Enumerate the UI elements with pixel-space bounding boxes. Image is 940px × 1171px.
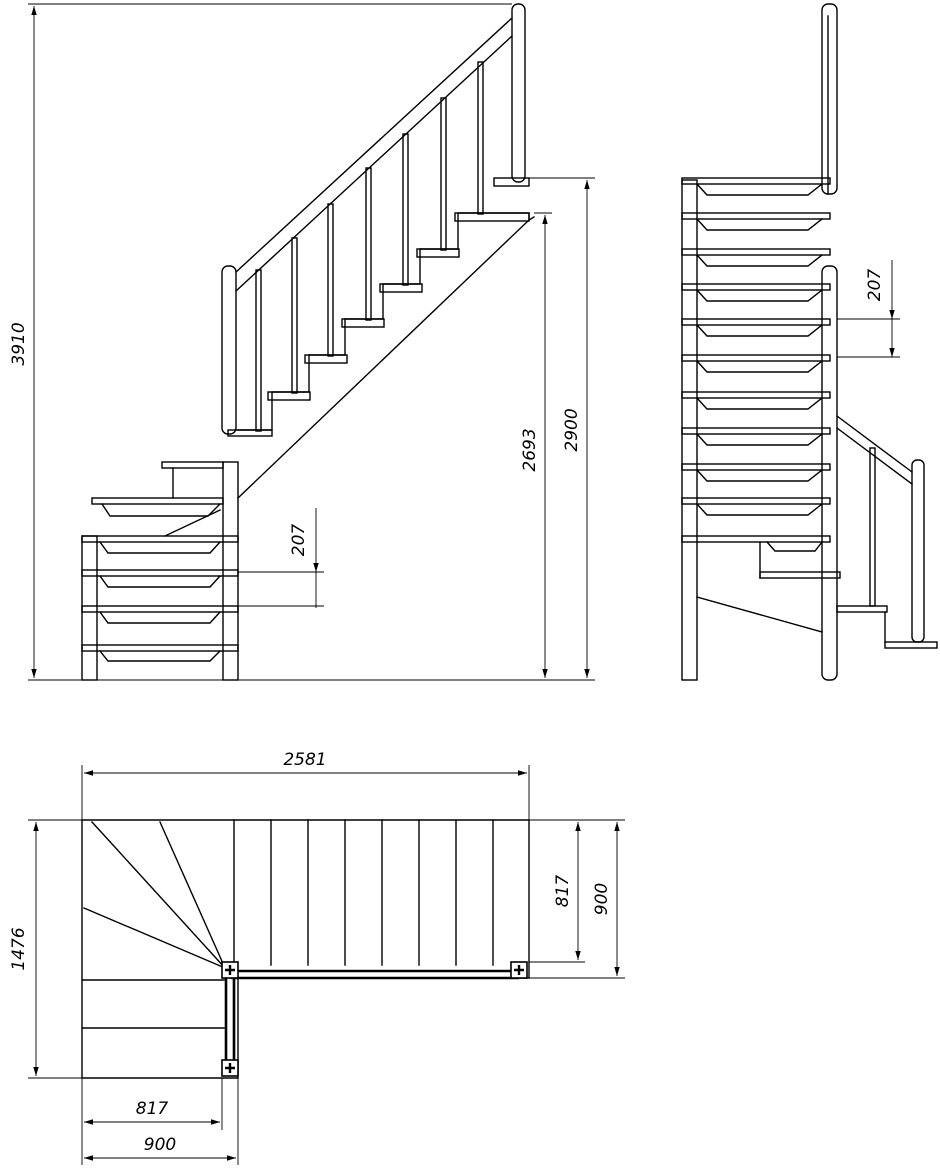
plan-tread-lines	[233, 819, 494, 966]
plan-outline	[81, 819, 530, 1079]
plan-inner-stringer	[231, 969, 519, 980]
front-left-post	[81, 535, 98, 681]
front-balusters	[255, 61, 484, 432]
plan-winder-lines	[81, 821, 226, 1029]
side-lower-baluster	[869, 447, 876, 607]
front-winder-treads	[81, 429, 273, 662]
dim-bottom-inner: 817	[136, 1099, 169, 1119]
dim-bottom-outer: 900	[144, 1135, 176, 1155]
side-upper-newel	[821, 3, 838, 195]
side-lower-newel	[821, 265, 838, 681]
side-elevation-view: 207	[681, 3, 938, 681]
dim-side-step-rise: 207	[865, 269, 885, 302]
side-treads	[681, 177, 841, 579]
dim-overall-width: 1476	[9, 927, 29, 970]
dim-landing-height: 2693	[520, 428, 540, 471]
dim-flight-width-outer: 900	[592, 883, 612, 915]
side-bottom-newel	[911, 459, 925, 643]
plan-post-squares	[221, 961, 528, 1077]
dim-total-height: 3910	[9, 322, 29, 365]
dim-overall-length: 2581	[283, 750, 326, 770]
front-handrail	[235, 17, 513, 292]
dim-flight-width-inner: 817	[553, 875, 573, 908]
dim-top-height: 2900	[562, 408, 582, 451]
front-lower-newel	[221, 265, 237, 435]
dim-front-step-rise: 207	[289, 524, 309, 557]
front-tread-nosings	[267, 177, 530, 401]
front-elevation-view: 3910 2900 2693 207	[9, 3, 595, 681]
front-stringer	[237, 216, 535, 499]
front-inner-post	[222, 461, 239, 681]
front-upper-newel	[511, 3, 526, 183]
plan-view: 2581 1476 817 900 817 900	[9, 750, 625, 1165]
plan-side-stringer	[224, 978, 236, 1060]
